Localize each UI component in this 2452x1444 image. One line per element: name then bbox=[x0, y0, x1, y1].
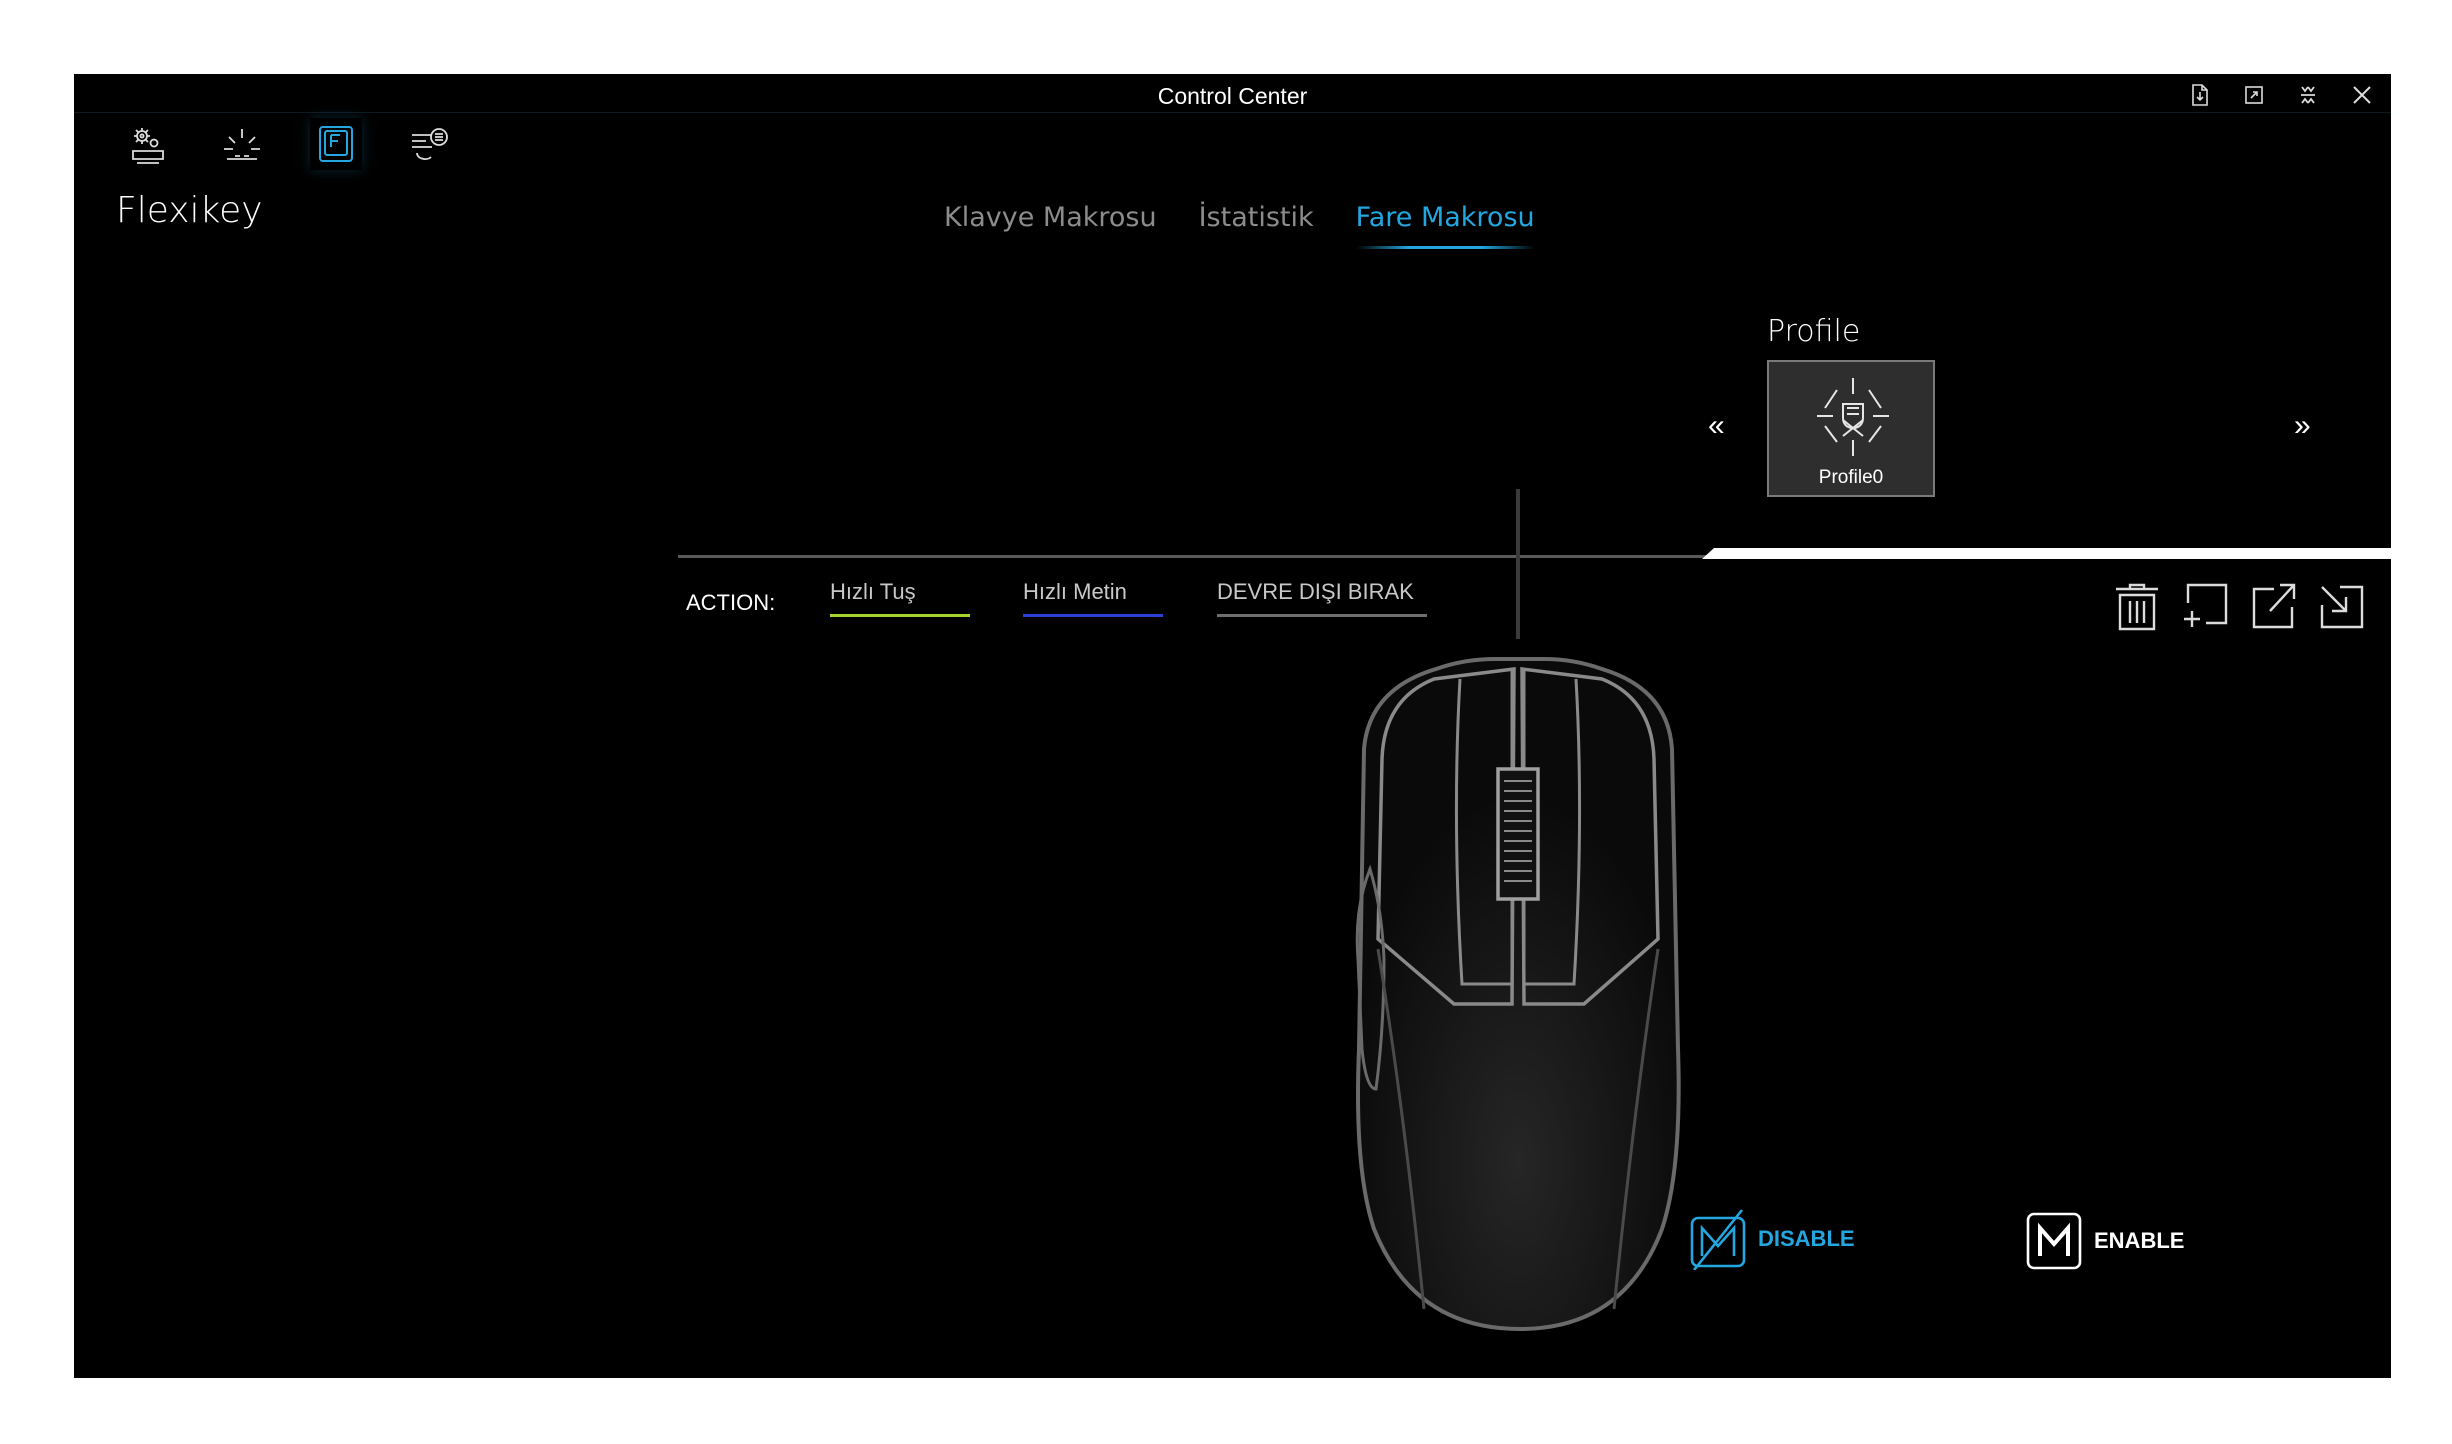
profile-prev-button[interactable]: « bbox=[1708, 409, 1725, 442]
system-settings-icon bbox=[132, 128, 164, 164]
enable-mode-button[interactable]: ENABLE bbox=[2024, 1210, 2184, 1272]
fan-icon bbox=[412, 128, 448, 160]
window-controls bbox=[2183, 80, 2379, 110]
window-title: Control Center bbox=[1157, 83, 1308, 109]
delete-button[interactable] bbox=[2110, 579, 2164, 633]
export-macro-button[interactable] bbox=[2246, 579, 2300, 633]
action-hizli-tus[interactable]: Hızlı Tuş bbox=[830, 579, 970, 617]
lighting-icon bbox=[224, 129, 260, 160]
section-title: Flexikey bbox=[116, 190, 263, 231]
add-icon bbox=[2184, 583, 2228, 627]
macro-enable-icon bbox=[2026, 1212, 2082, 1270]
tab-istatistik[interactable]: İstatistik bbox=[1198, 202, 1314, 233]
action-hizli-tus-bar bbox=[830, 614, 970, 617]
action-devre-disi-bar bbox=[1217, 614, 1427, 617]
divider-line bbox=[678, 555, 1778, 558]
enable-mode-label: ENABLE bbox=[2094, 1228, 2185, 1253]
control-center-window: Control Center bbox=[74, 74, 2391, 1378]
title-bar: Control Center bbox=[74, 74, 2391, 113]
import-icon bbox=[2320, 585, 2364, 629]
minimize-icon bbox=[2301, 86, 2315, 104]
action-devre-disi-birak[interactable]: DEVRE DIŞI BIRAK bbox=[1217, 579, 1427, 617]
restore-icon bbox=[2245, 86, 2263, 104]
macro-toolbar bbox=[2110, 579, 2368, 633]
divider-accent bbox=[1702, 548, 2391, 559]
tab-bar: Klavye Makrosu İstatistik Fare Makrosu bbox=[944, 202, 1535, 249]
disable-mode-button[interactable]: DISABLE bbox=[1688, 1208, 1855, 1270]
action-devre-disi-label: DEVRE DIŞI BIRAK bbox=[1217, 579, 1414, 604]
tab-fare-makrosu[interactable]: Fare Makrosu bbox=[1355, 202, 1535, 249]
import-macro-button[interactable] bbox=[2314, 579, 2368, 633]
profile-label: Profile bbox=[1767, 314, 1861, 349]
action-hizli-metin[interactable]: Hızlı Metin bbox=[1023, 579, 1163, 617]
action-hizli-metin-bar bbox=[1023, 614, 1163, 617]
export-icon bbox=[2192, 84, 2208, 106]
add-button[interactable] bbox=[2178, 579, 2232, 633]
disable-mode-label: DISABLE bbox=[1758, 1226, 1855, 1251]
nav-lighting[interactable] bbox=[216, 118, 268, 170]
close-icon bbox=[2353, 86, 2371, 104]
mouse-illustration bbox=[1355, 489, 1681, 1332]
profile-name: Profile0 bbox=[1818, 467, 1884, 488]
action-hizli-tus-label: Hızlı Tuş bbox=[830, 579, 916, 604]
export-icon bbox=[2252, 583, 2296, 629]
nav-flexikey[interactable] bbox=[310, 118, 362, 170]
profile-card[interactable]: Profile0 bbox=[1767, 360, 1935, 497]
trash-icon bbox=[2116, 583, 2158, 631]
close-button[interactable] bbox=[2345, 80, 2379, 110]
action-hizli-metin-label: Hızlı Metin bbox=[1023, 579, 1127, 604]
flexikey-icon bbox=[319, 126, 353, 162]
profile-next-button[interactable]: » bbox=[2294, 409, 2311, 442]
profile-icon bbox=[1817, 378, 1889, 456]
tab-klavye-makrosu[interactable]: Klavye Makrosu bbox=[944, 202, 1157, 233]
action-label: ACTION: bbox=[686, 590, 776, 615]
nav-system-settings[interactable] bbox=[122, 118, 174, 170]
macro-disable-icon bbox=[1690, 1209, 1746, 1270]
restore-button[interactable] bbox=[2237, 80, 2271, 110]
minimize-button[interactable] bbox=[2291, 80, 2325, 110]
top-navigation bbox=[122, 118, 456, 170]
nav-fan[interactable] bbox=[404, 118, 456, 170]
export-button[interactable] bbox=[2183, 80, 2217, 110]
